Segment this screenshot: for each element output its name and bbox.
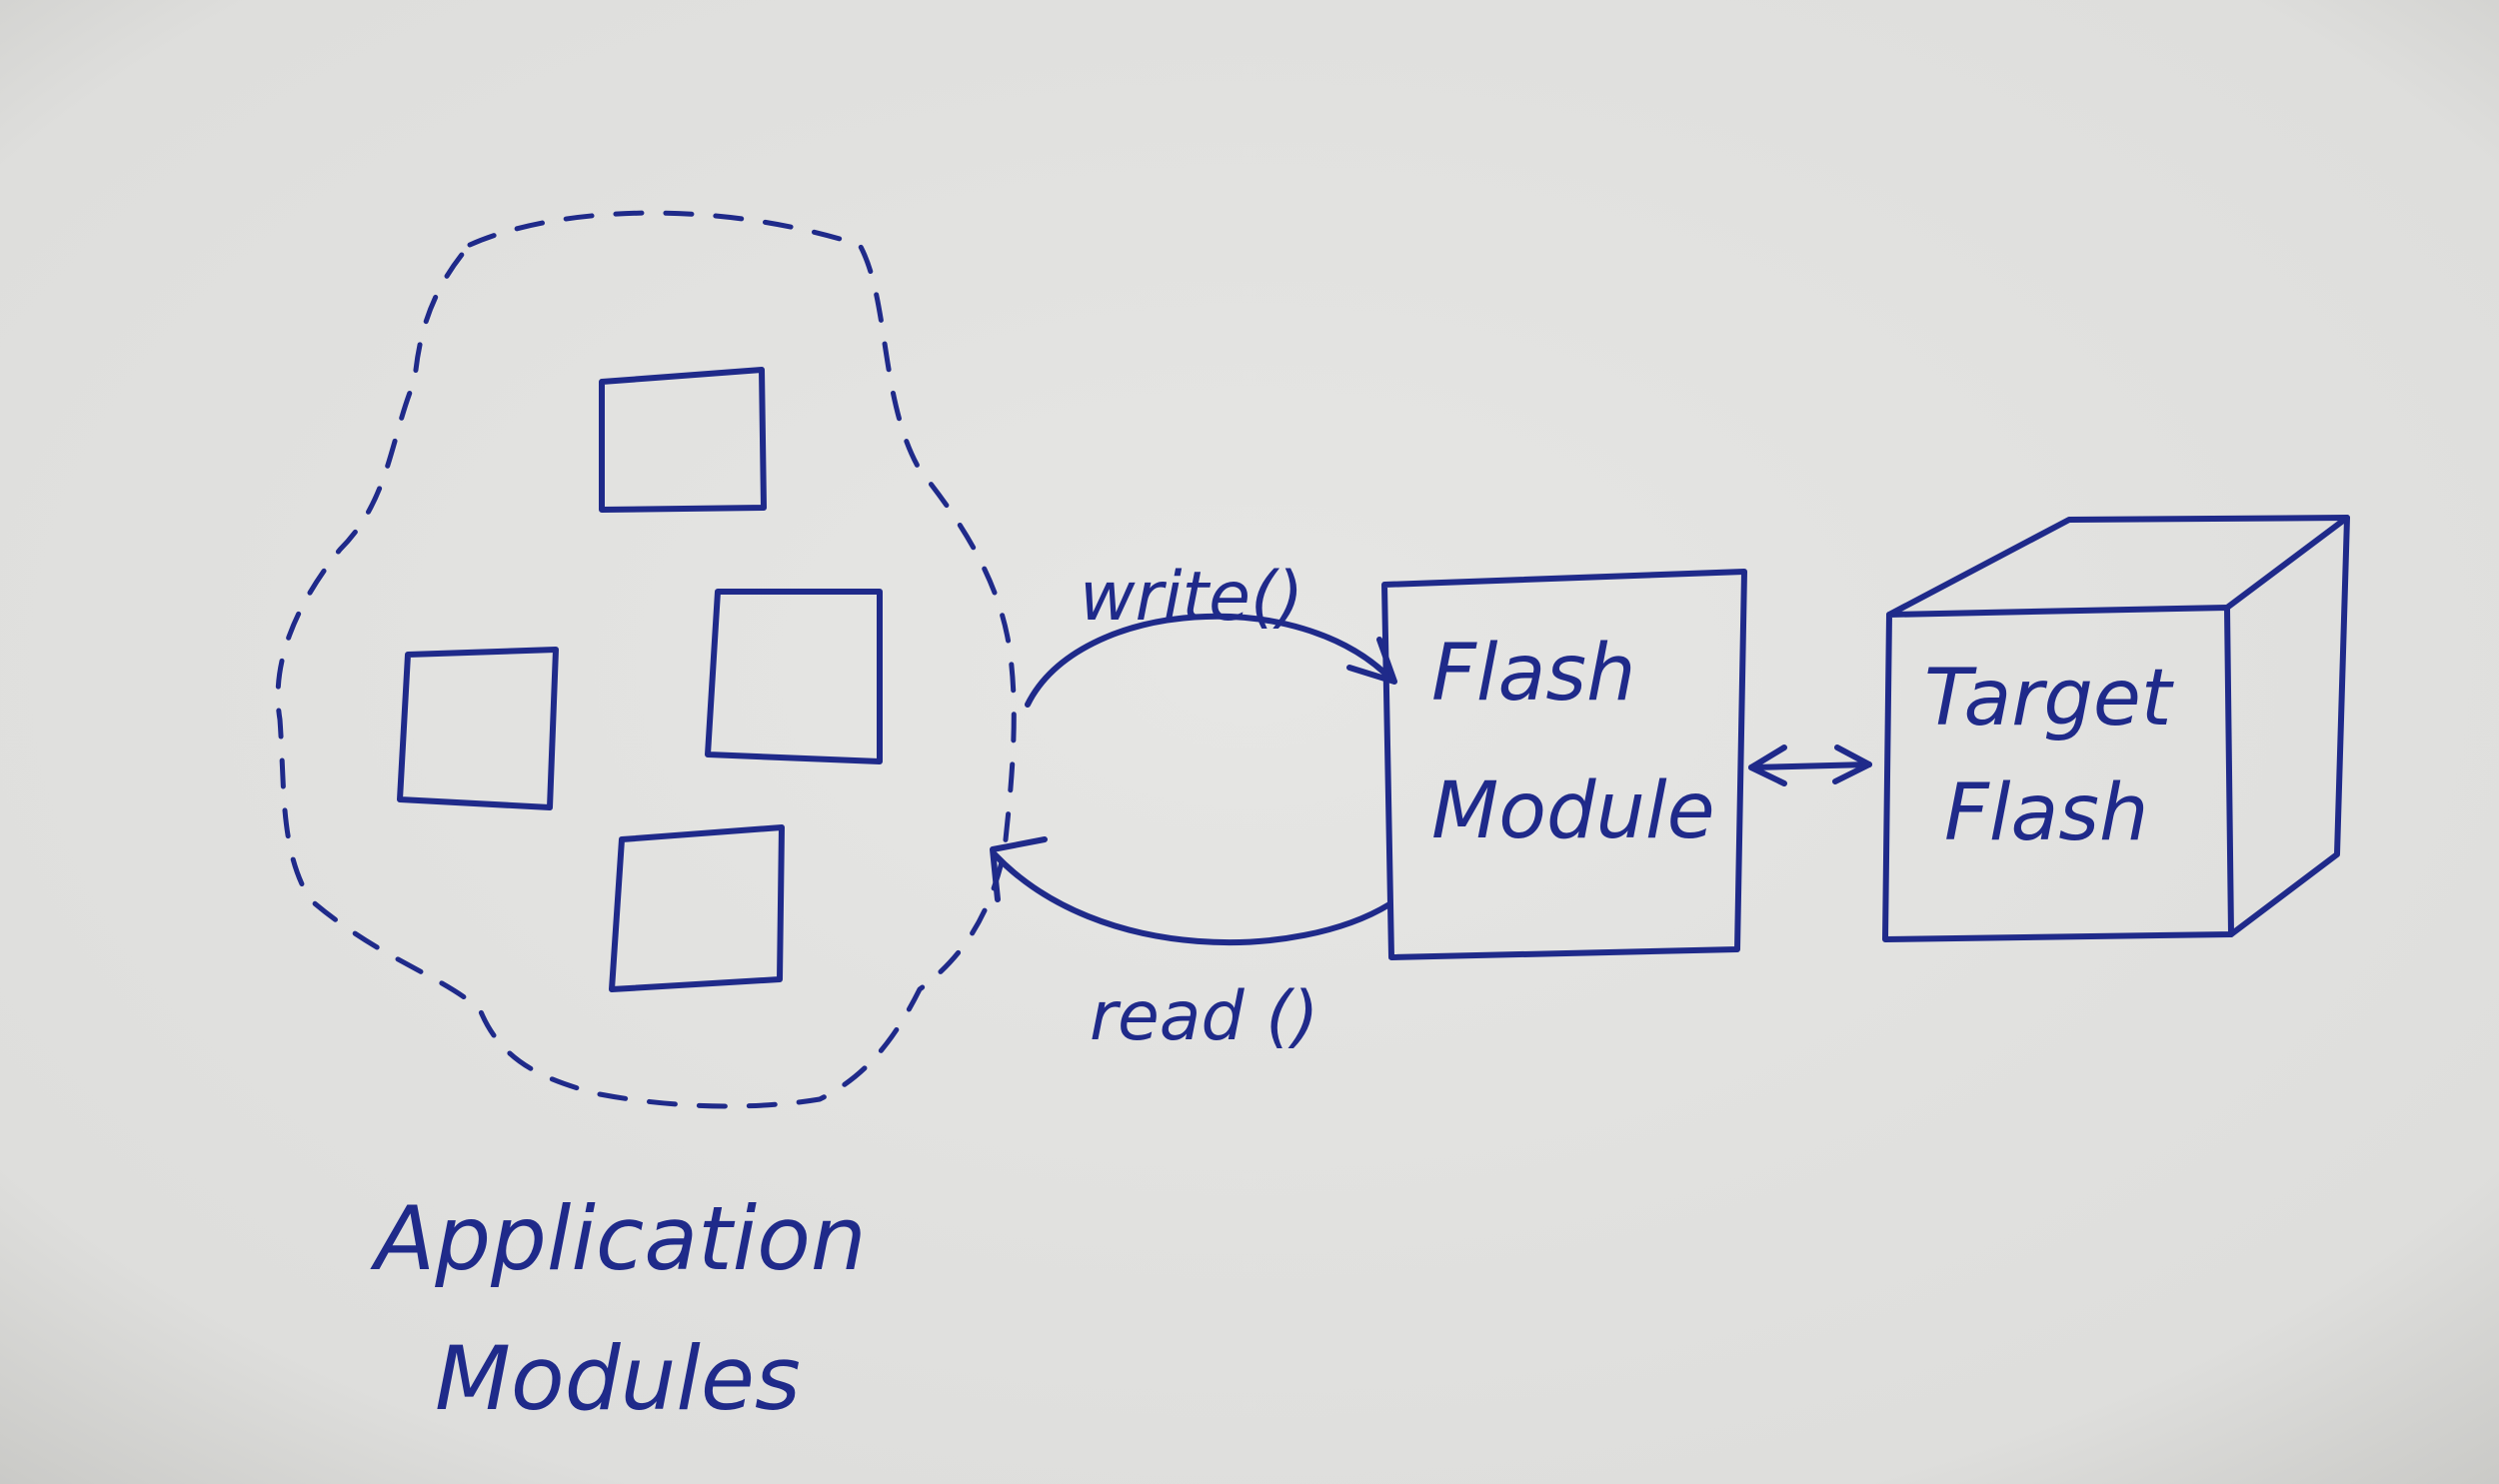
read-label: read (): [1090, 977, 1318, 1056]
bidirectional-arrowhead-right: [1832, 744, 1872, 784]
app-module-box-3: [397, 647, 559, 810]
application-modules-boundary: [275, 210, 1017, 1109]
target-flash-label-line2: Flash: [1944, 768, 2148, 858]
bidirectional-arrowhead-left: [1748, 744, 1787, 786]
target-flash-label-line1: Target: [1924, 654, 2174, 743]
application-modules-label-line2: Modules: [435, 1327, 801, 1430]
bidirectional-arrow: [1748, 761, 1872, 770]
app-module-box-4: [609, 824, 785, 992]
read-arrowhead: [990, 836, 1048, 902]
application-modules-label-line1: Application: [370, 1187, 867, 1290]
write-arrow: [1025, 613, 1394, 708]
app-module-box-1: [599, 367, 767, 513]
flash-module-label-line1: Flash: [1431, 629, 1635, 719]
read-arrow: [992, 851, 1392, 945]
app-module-box-2: [705, 589, 883, 764]
target-flash-cube-side: [2228, 515, 2350, 937]
write-label: write(): [1080, 558, 1303, 637]
flash-module-label-line2: Module: [1431, 766, 1715, 856]
flash-module-box: [1381, 569, 1747, 960]
target-flash-cube-top: [1886, 515, 2350, 618]
